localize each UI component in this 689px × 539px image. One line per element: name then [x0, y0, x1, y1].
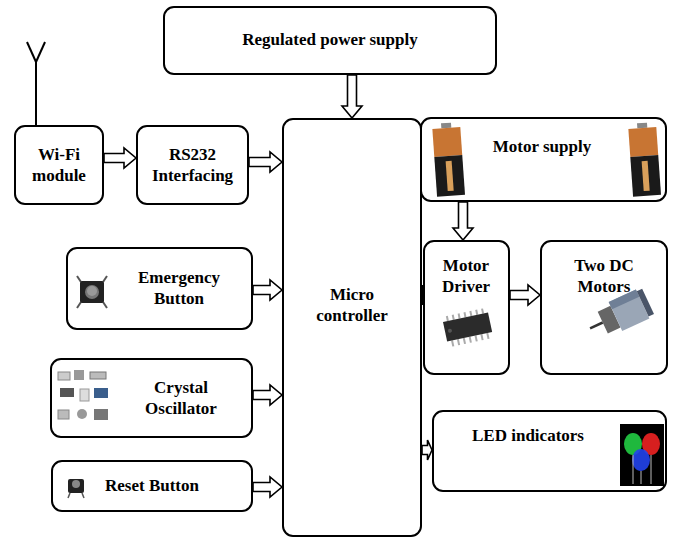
block-arrow — [253, 280, 282, 300]
block-arrow — [104, 148, 136, 168]
power-supply-box: Regulated power supply — [163, 6, 497, 75]
led-icon — [620, 424, 664, 486]
crystal-components-icon — [58, 370, 108, 420]
node-label: Wi-Fi module — [22, 144, 96, 187]
node-label: Emergency Button — [116, 267, 242, 310]
node-label: LED indicators — [472, 425, 584, 446]
led-indicator-box: LED indicators — [432, 410, 667, 492]
reset-button-box: Reset Button — [51, 460, 253, 512]
block-arrow — [453, 202, 473, 240]
interface-box: RS232 Interfacing — [136, 125, 249, 205]
battery-icon — [432, 122, 465, 197]
motor-driver-box: Motor Driver — [423, 240, 510, 375]
battery-icon — [628, 122, 661, 197]
text-area: Motor Driver — [427, 250, 505, 302]
block-arrow — [253, 477, 282, 497]
node-label: Two DC Motors — [556, 255, 652, 298]
text-area: RS232 Interfacing — [142, 133, 243, 197]
block-arrow — [422, 440, 432, 460]
input-button-box: Emergency Button — [66, 247, 253, 330]
ic-chip-icon — [442, 308, 493, 348]
text-area: Emergency Button — [116, 255, 242, 321]
text-area: Regulated power supply — [175, 14, 485, 66]
node-label: RS232 Interfacing — [142, 144, 243, 187]
text-area: Two DC Motors — [556, 250, 652, 302]
antenna-symbol — [27, 42, 45, 125]
text-area: Crystal Oscillator — [118, 366, 244, 430]
block-arrow — [249, 152, 282, 172]
oscillator-box: Crystal Oscillator — [50, 358, 253, 438]
motor-supply-box: Motor supply — [420, 117, 667, 202]
node-label: Crystal Oscillator — [118, 377, 244, 420]
text-area: Micro controller — [302, 270, 402, 340]
block-arrow — [342, 75, 362, 118]
block-arrow — [253, 385, 282, 405]
text-area: LED indicators — [440, 416, 616, 456]
text-area: Wi-Fi module — [22, 133, 96, 197]
text-area: Reset Button — [89, 466, 215, 506]
text-area: Motor supply — [472, 127, 612, 167]
motor-box: Two DC Motors — [540, 240, 668, 375]
node-label: Regulated power supply — [242, 29, 417, 50]
push-button-icon — [77, 276, 107, 308]
node-label: Micro controller — [302, 284, 402, 327]
push-button-icon — [68, 479, 84, 498]
microcontroller-box: Micro controller — [282, 118, 422, 537]
node-label: Motor Driver — [427, 255, 505, 298]
block-arrow — [510, 285, 540, 305]
node-label: Motor supply — [493, 136, 591, 157]
wifi-module-box: Wi-Fi module — [14, 125, 104, 205]
node-label: Reset Button — [105, 475, 199, 496]
